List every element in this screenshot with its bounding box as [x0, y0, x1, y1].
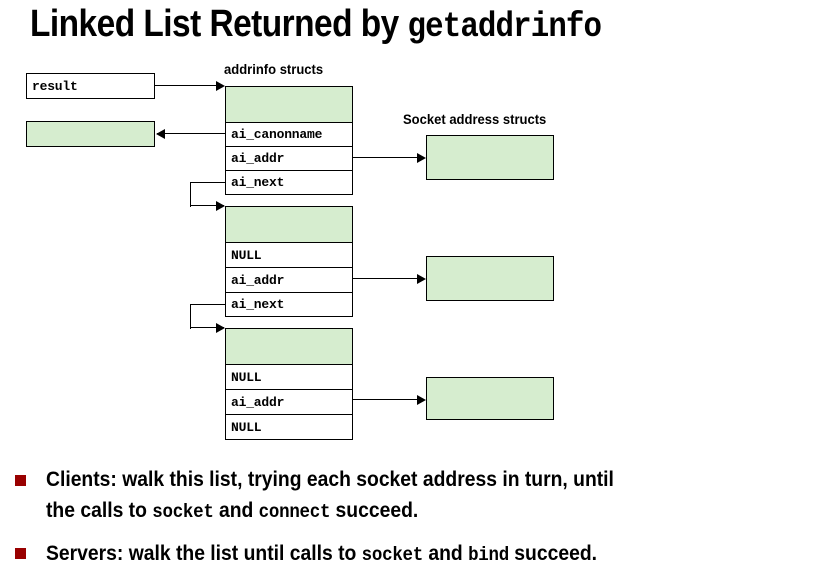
sockaddr-box-1	[426, 135, 554, 180]
result-to-struct1-arrowhead	[216, 81, 225, 91]
bullet-servers-mono-socket: socket	[361, 544, 424, 566]
bullet-servers-c: succeed.	[508, 542, 598, 565]
struct1-field-ai_addr: ai_addr	[225, 146, 353, 171]
struct1-header	[225, 86, 353, 123]
struct2-next-arrowhead	[216, 323, 225, 333]
sockaddr-box-3	[426, 377, 554, 420]
struct1-next-line-h2	[190, 205, 224, 207]
bullet-marker-clients	[15, 475, 26, 486]
canonname-to-string-line	[157, 133, 225, 135]
sockaddr-box-2	[426, 256, 554, 301]
struct2-addr-to-sockaddr2-line	[353, 278, 423, 280]
result-box: result	[26, 73, 155, 99]
struct2-next-line-v	[190, 304, 192, 329]
struct3-field-ai_addr: ai_addr	[225, 389, 353, 415]
page-title-mono: getaddrinfo	[407, 7, 603, 47]
struct2-field-null: NULL	[225, 242, 353, 268]
result-to-struct1-line	[155, 85, 223, 87]
struct2-field-ai_addr: ai_addr	[225, 267, 353, 293]
struct1-next-line-h1	[190, 182, 226, 184]
page-title: Linked List Returned by getaddrinfo	[30, 2, 699, 47]
page-title-plain: Linked List Returned by	[30, 3, 408, 45]
struct2-next-line-h2	[190, 327, 224, 329]
bullet-servers-mono-bind: bind	[468, 544, 509, 566]
struct3-field-null-canonname: NULL	[225, 364, 353, 390]
bullet-clients-line2-a: the calls to	[46, 499, 153, 522]
struct2-header	[225, 206, 353, 243]
bullet-clients-line2-b: and	[213, 499, 259, 522]
bullet-clients-line2: the calls to socket and connect succeed.	[46, 497, 418, 526]
bullet-clients-mono-connect: connect	[258, 501, 331, 523]
canonname-string-box	[26, 121, 155, 147]
struct1-field-ai_canonname: ai_canonname	[225, 122, 353, 147]
struct1-field-ai_next: ai_next	[225, 170, 353, 195]
struct2-field-ai_next: ai_next	[225, 292, 353, 317]
bullet-servers-b: and	[422, 542, 469, 565]
struct1-addr-to-sockaddr1-line	[353, 157, 423, 159]
struct3-header	[225, 328, 353, 365]
struct3-addr-to-sockaddr3-arrowhead	[417, 395, 426, 405]
bullet-clients-mono-socket: socket	[152, 501, 214, 523]
bullet-clients-line1: Clients: walk this list, trying each soc…	[46, 468, 614, 491]
struct3-field-null-next: NULL	[225, 414, 353, 440]
canonname-to-string-arrowhead	[156, 129, 165, 139]
struct1-addr-to-sockaddr1-arrowhead	[417, 153, 426, 163]
bullet-servers-a: Servers: walk the list until calls to	[46, 542, 362, 565]
socket-address-structs-label: Socket address structs	[403, 111, 547, 127]
bullet-servers-line1: Servers: walk the list until calls to so…	[46, 540, 597, 569]
struct1-next-arrowhead	[216, 201, 225, 211]
bullet-clients-line2-c: succeed.	[330, 499, 419, 522]
struct2-next-line-h1	[190, 304, 226, 306]
struct1-next-line-v	[190, 182, 192, 207]
bullet-marker-servers	[15, 548, 26, 559]
struct3-addr-to-sockaddr3-line	[353, 399, 423, 401]
struct2-addr-to-sockaddr2-arrowhead	[417, 274, 426, 284]
addrinfo-structs-label: addrinfo structs	[224, 61, 324, 77]
